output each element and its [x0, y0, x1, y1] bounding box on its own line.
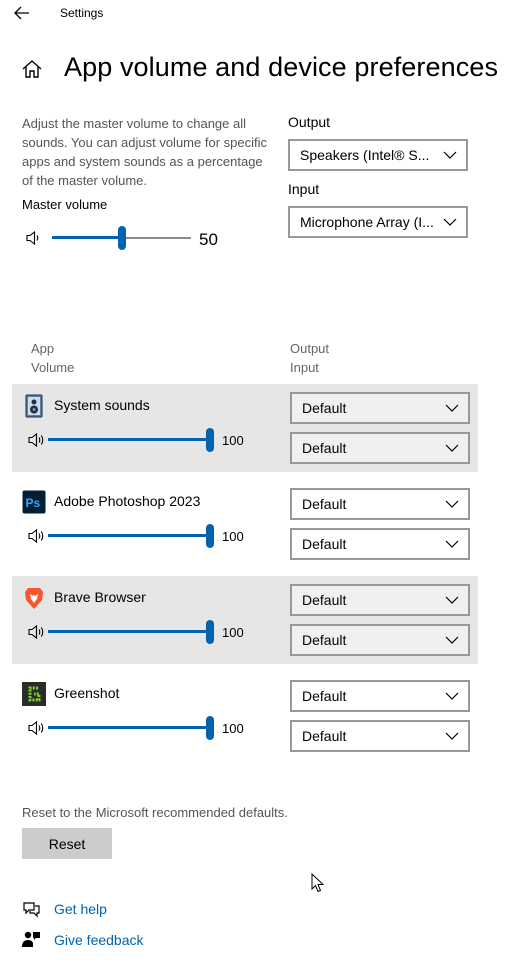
photoshop-icon: Ps — [22, 490, 46, 514]
app-volume-slider[interactable] — [48, 428, 214, 452]
feedback-icon — [22, 931, 40, 947]
chevron-down-icon — [445, 500, 459, 508]
column-header-app-volume: App Volume — [31, 339, 74, 377]
chevron-down-icon — [445, 636, 459, 644]
app-volume-slider[interactable] — [48, 716, 214, 740]
app-output-dropdown[interactable]: Default — [290, 392, 470, 424]
reset-description: Reset to the Microsoft recommended defau… — [22, 805, 288, 820]
slider-fill — [48, 726, 210, 729]
chevron-down-icon — [445, 444, 459, 452]
output-label: Output — [288, 114, 331, 130]
output-device-dropdown[interactable]: Speakers (Intel® S... — [288, 139, 468, 171]
master-volume-slider[interactable] — [52, 226, 191, 250]
app-name: Adobe Photoshop 2023 — [54, 493, 201, 509]
input-device-value: Microphone Array (I... — [300, 214, 434, 230]
column-header-app: App — [31, 341, 55, 356]
chevron-down-icon — [445, 732, 459, 740]
greenshot-icon — [22, 682, 46, 706]
input-device-dropdown[interactable]: Microphone Array (I... — [288, 206, 468, 238]
app-output-dropdown[interactable]: Default — [290, 488, 470, 520]
get-help-link[interactable]: Get help — [54, 901, 107, 917]
app-output-dropdown[interactable]: Default — [290, 584, 470, 616]
app-input-dropdown[interactable]: Default — [290, 720, 470, 752]
app-input-value: Default — [302, 632, 347, 648]
app-volume-slider[interactable] — [48, 620, 214, 644]
chevron-down-icon — [445, 692, 459, 700]
mouse-cursor-icon — [311, 873, 325, 893]
speaker-icon — [28, 528, 44, 544]
slider-thumb[interactable] — [206, 428, 214, 452]
chevron-down-icon — [445, 540, 459, 548]
back-arrow-icon[interactable] — [12, 4, 32, 22]
give-feedback-link[interactable]: Give feedback — [54, 932, 144, 948]
title-bar: Settings — [0, 0, 518, 28]
slider-fill — [48, 630, 210, 633]
speaker-icon — [28, 624, 44, 640]
speaker-icon — [26, 230, 39, 246]
app-volume-value: 100 — [222, 529, 244, 544]
app-output-value: Default — [302, 496, 347, 512]
app-input-dropdown[interactable]: Default — [290, 624, 470, 656]
help-icon — [23, 902, 40, 918]
reset-button[interactable]: Reset — [22, 828, 112, 859]
app-name: System sounds — [54, 397, 150, 413]
speaker-icon — [28, 432, 44, 448]
app-row-system-sounds: System sounds 100 Default Default — [12, 384, 478, 472]
chevron-down-icon — [445, 596, 459, 604]
slider-fill — [48, 534, 210, 537]
app-input-value: Default — [302, 536, 347, 552]
chevron-down-icon — [443, 151, 457, 159]
slider-thumb[interactable] — [206, 524, 214, 548]
column-header-output-input: Output Input — [290, 339, 329, 377]
home-icon — [22, 60, 42, 78]
chevron-down-icon — [445, 404, 459, 412]
app-row-adobe-photoshop: Ps Adobe Photoshop 2023 100 Default Defa… — [12, 480, 478, 568]
input-label: Input — [288, 181, 320, 197]
app-output-value: Default — [302, 688, 347, 704]
app-volume-value: 100 — [222, 433, 244, 448]
app-output-value: Default — [302, 400, 347, 416]
speaker-icon — [28, 720, 44, 736]
chevron-down-icon — [443, 218, 457, 226]
app-output-value: Default — [302, 592, 347, 608]
slider-thumb[interactable] — [206, 716, 214, 740]
app-output-dropdown[interactable]: Default — [290, 680, 470, 712]
brave-lion-icon — [25, 588, 43, 609]
column-header-volume: Volume — [31, 360, 75, 375]
svg-text:Ps: Ps — [26, 496, 41, 510]
app-input-value: Default — [302, 440, 347, 456]
master-volume-value: 50 — [199, 230, 218, 249]
app-input-value: Default — [302, 728, 347, 744]
speaker-device-icon — [25, 394, 43, 418]
app-input-dropdown[interactable]: Default — [290, 432, 470, 464]
app-row-greenshot: Greenshot 100 Default Default — [12, 672, 478, 760]
app-input-dropdown[interactable]: Default — [290, 528, 470, 560]
slider-fill — [48, 438, 210, 441]
slider-thumb[interactable] — [117, 226, 126, 250]
slider-thumb[interactable] — [206, 620, 214, 644]
slider-fill — [52, 236, 122, 239]
output-device-value: Speakers (Intel® S... — [300, 147, 430, 163]
master-volume-description: Adjust the master volume to change all s… — [22, 116, 267, 188]
column-header-input: Input — [290, 360, 319, 375]
column-header-output: Output — [290, 341, 330, 356]
app-volume-value: 100 — [222, 625, 244, 640]
app-row-brave-browser: Brave Browser 100 Default Default — [12, 576, 478, 664]
app-volume-value: 100 — [222, 721, 244, 736]
app-name: Greenshot — [54, 685, 120, 701]
page-title: App volume and device preferences — [64, 52, 499, 82]
app-volume-slider[interactable] — [48, 524, 214, 548]
master-volume-label: Master volume — [22, 197, 108, 212]
app-name: Brave Browser — [54, 589, 146, 605]
window-title: Settings — [60, 6, 104, 20]
